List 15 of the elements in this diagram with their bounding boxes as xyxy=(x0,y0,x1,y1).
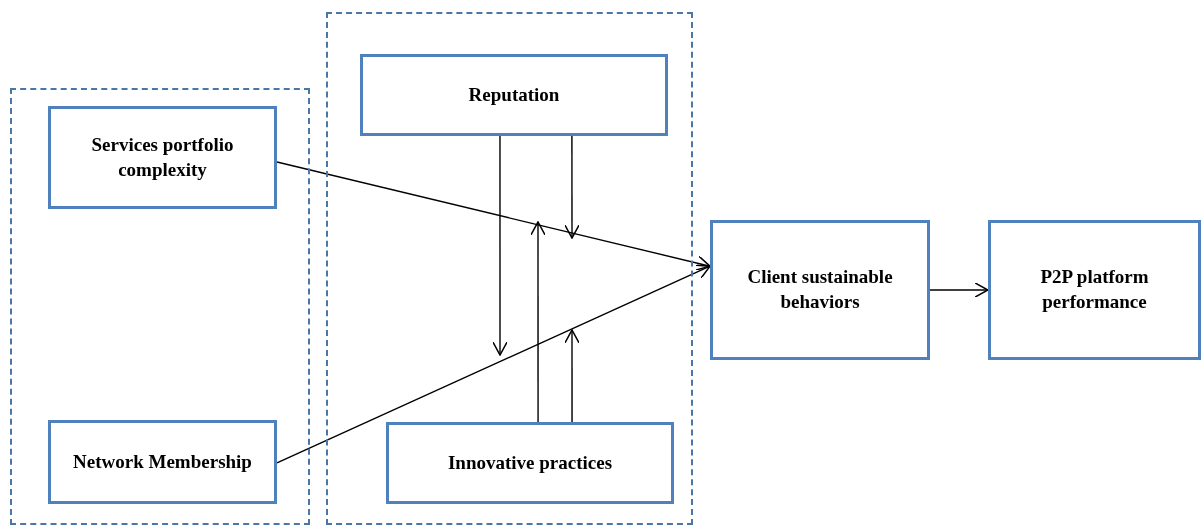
construct-box: Services portfolio complexity xyxy=(48,106,277,209)
arrow xyxy=(276,161,711,271)
arrow xyxy=(564,329,580,423)
arrow xyxy=(929,282,989,298)
construct-box: P2P platform performance xyxy=(988,220,1201,360)
dashed-group-box xyxy=(10,88,310,525)
construct-box: Network Membership xyxy=(48,420,277,504)
arrow xyxy=(276,264,711,464)
arrow xyxy=(564,135,580,239)
dashed-group-box xyxy=(326,12,693,525)
arrow xyxy=(492,135,508,356)
construct-box: Client sustainable behaviors xyxy=(710,220,930,360)
arrow xyxy=(530,221,546,423)
construct-box: Reputation xyxy=(360,54,668,136)
construct-box: Innovative practices xyxy=(386,422,674,504)
